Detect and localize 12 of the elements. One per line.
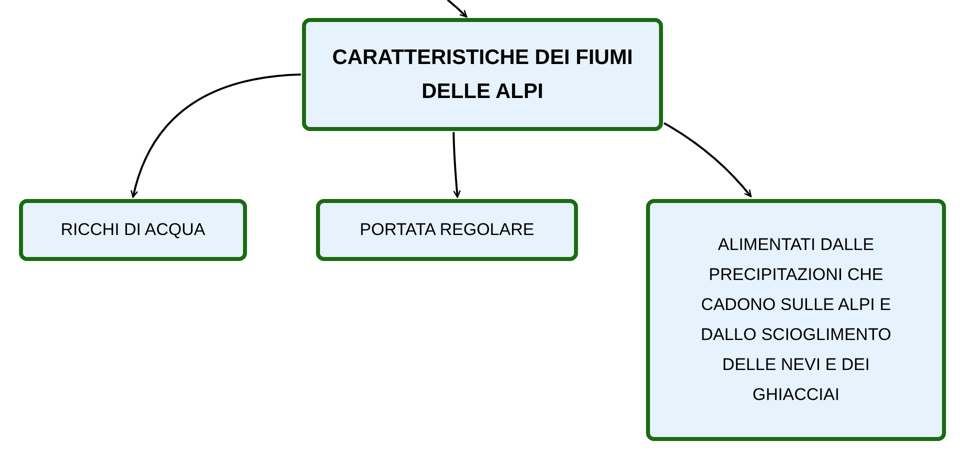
topic-box xyxy=(302,18,663,131)
arrow xyxy=(130,74,301,198)
concept-box xyxy=(19,199,247,261)
arrow xyxy=(446,0,468,18)
arrow xyxy=(452,132,461,198)
concept-text: RICCHI DI ACQUA xyxy=(60,219,206,241)
arrow xyxy=(664,122,752,198)
concept-box xyxy=(646,199,946,441)
concept-text: PORTATA REGOLARE xyxy=(360,219,534,241)
concept-box xyxy=(316,199,578,261)
concept-text: ALIMENTATI DALLE PRECIPITAZIONI CHE CADONO SULLE ALPI E DALLO SCIOGLIMENTO DELLE NEVI E DEI GHIACCIAI xyxy=(700,234,892,406)
topic-title: CARATTERISTICHE DEI FIUMI DELLE ALPI xyxy=(331,44,634,104)
